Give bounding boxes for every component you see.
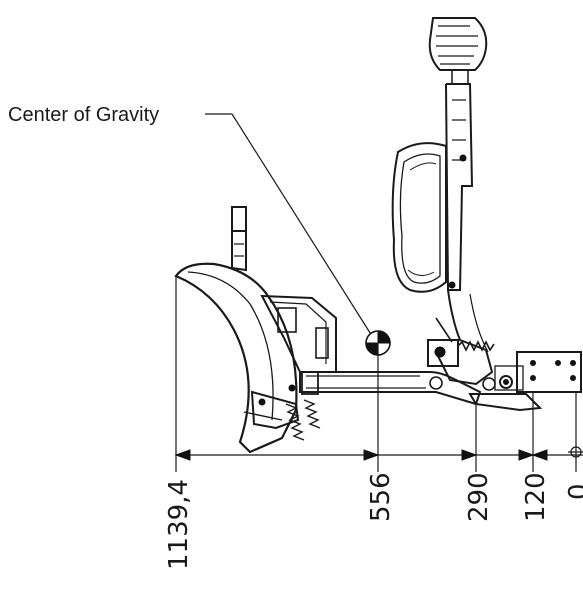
mast-assembly	[391, 17, 494, 386]
dimension-label-0: 0	[564, 483, 583, 500]
center-of-gravity-label: Center of Gravity	[8, 104, 159, 126]
dimension-baseline	[174, 276, 583, 472]
dimension-label-290: 290	[464, 472, 494, 522]
dimension-label-120: 120	[521, 472, 551, 522]
hitch-assembly	[427, 317, 582, 412]
dimension-labels: 1139,4 556 290 120 0	[164, 472, 583, 570]
dimension-label-556: 556	[366, 472, 396, 522]
center-of-gravity-leader	[205, 113, 373, 337]
push-arm	[299, 371, 482, 406]
plow-blade	[174, 206, 337, 454]
dimension-label-1139: 1139,4	[164, 479, 194, 570]
